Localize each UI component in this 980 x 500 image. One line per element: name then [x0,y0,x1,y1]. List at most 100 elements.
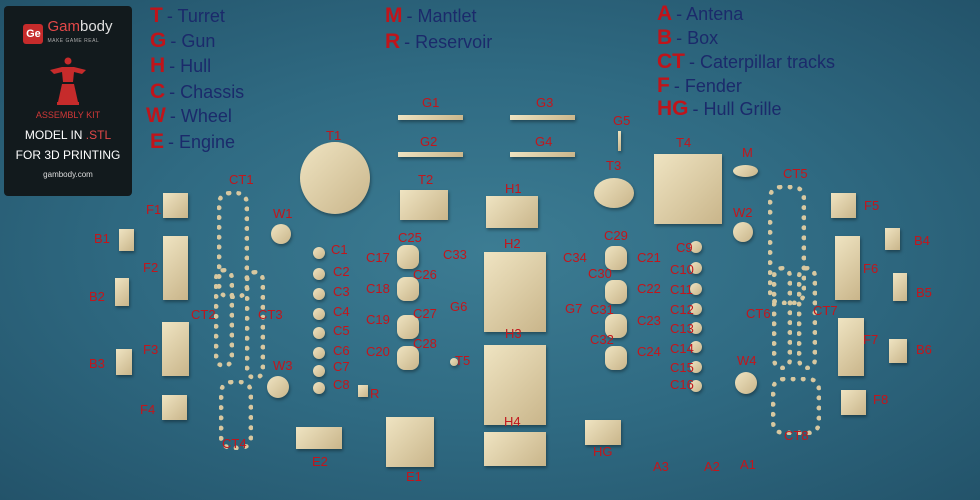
part-label-t5: T5 [455,353,471,368]
legend-label: - Hull Grille [692,99,782,119]
legend-item: CT- Caterpillar tracks [657,50,835,74]
part-label-c34: C34 [563,250,587,265]
part-label-g7: G7 [565,301,583,316]
part-label-c19: C19 [366,312,390,327]
legend-key: G [150,29,167,52]
track-part [245,270,265,380]
legend-label: - Reservoir [404,32,493,52]
model-part [116,349,132,375]
part-label-e1: E1 [406,469,422,484]
model-part [358,385,368,397]
assembly-kit-text: ASSEMBLY KIT [35,110,101,120]
chassis-disc-part [690,262,702,274]
part-label-c31: C31 [590,302,614,317]
legend-key: F [657,74,670,97]
part-label-g3: G3 [536,95,554,110]
part-label-ct5: CT5 [783,166,808,181]
legend-key: C [150,80,166,103]
part-label-c2: C2 [333,264,350,279]
part-label-b5: B5 [916,285,932,300]
chassis-disc-part [313,247,325,259]
chassis-disc-part [313,347,325,359]
part-label-f2: F2 [143,260,159,275]
part-label-b2: B2 [89,289,105,304]
part-label-t3: T3 [606,158,622,173]
part-label-c18: C18 [366,281,390,296]
part-label-c13: C13 [670,321,694,336]
model-part [484,252,546,332]
model-part [484,432,546,466]
part-label-c7: C7 [333,359,350,374]
website-link[interactable]: gambody.com [43,170,93,179]
model-part [162,395,187,420]
legend-label: - Caterpillar tracks [689,52,836,72]
part-label-w3: W3 [273,358,293,373]
model-part [510,115,575,120]
part-label-c23: C23 [637,313,661,328]
part-label-c11: C11 [670,282,693,297]
part-label-g1: G1 [422,95,440,110]
brand-name-b: body [79,18,113,35]
model-part [889,339,907,363]
suspension-part [397,245,419,269]
part-label-w1: W1 [273,206,293,221]
part-label-c3: C3 [333,284,350,299]
model-part [510,152,575,157]
track-part [219,380,253,450]
part-label-f7: F7 [863,332,879,347]
part-label-c5: C5 [333,323,350,338]
model-part [835,236,860,300]
model-part [486,196,538,228]
tagline: MAKE GAME REAL [47,38,100,44]
legend-item: HG- Hull Grille [657,97,782,121]
round-part [450,358,458,366]
legend-key: E [150,130,165,153]
gambody-mark-icon: Ge [23,24,44,44]
legend-key: CT [657,50,685,73]
part-label-t1: T1 [326,128,342,143]
suspension-part [605,314,627,338]
legend-label: - Antena [676,4,744,24]
model-part [585,420,621,445]
round-part [735,372,757,394]
brand-name-a: Gam [47,18,80,35]
chassis-disc-part [690,283,702,295]
part-label-c20: C20 [366,344,390,359]
part-label-h2: H2 [504,236,521,251]
part-label-c24: C24 [637,344,661,359]
part-label-c33: C33 [443,247,467,262]
track-part [214,268,234,368]
model-part [400,190,448,220]
round-part [271,224,291,244]
figure-icon [48,56,88,106]
part-label-c12: C12 [670,302,694,317]
part-label-c29: C29 [604,228,628,243]
legend-item: A- Antena [657,2,743,26]
legend-label: - Engine [168,132,236,152]
model-part [296,427,342,449]
model-part [163,236,188,300]
chassis-disc-part [313,268,325,280]
legend-item: F- Fender [657,74,742,98]
model-part [398,115,463,120]
legend-label: - Hull [169,56,212,76]
part-label-ct6: CT6 [746,306,771,321]
part-label-b6: B6 [916,342,932,357]
part-label-t4: T4 [676,135,692,150]
part-label-f1: F1 [146,202,162,217]
part-label-t2: T2 [418,172,434,187]
legend-item: B- Box [657,26,718,50]
model-part [163,193,188,218]
suspension-part [397,315,419,339]
part-label-w4: W4 [737,353,757,368]
round-part [594,178,634,208]
chassis-disc-part [690,341,702,353]
part-label-c1: C1 [331,242,348,257]
part-label-h4: H4 [504,414,521,429]
chassis-disc-part [313,308,325,320]
model-part [654,154,722,224]
legend-key: H [150,54,166,77]
legend-key: R [385,30,401,53]
model-part [398,152,463,157]
